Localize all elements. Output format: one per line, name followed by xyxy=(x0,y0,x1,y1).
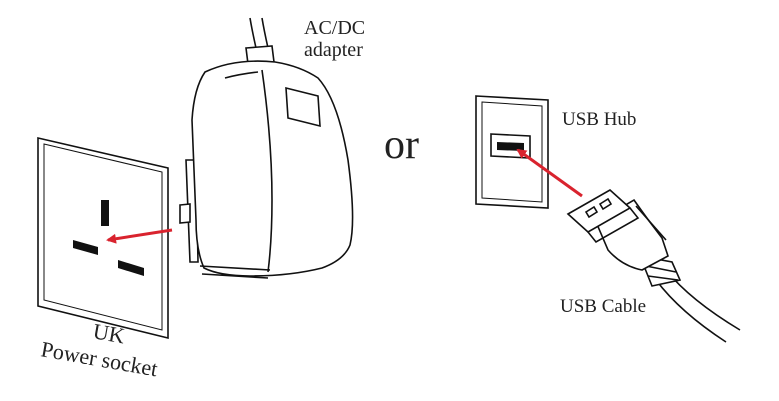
arrow-to-hub xyxy=(516,148,583,198)
socket-label-line1: UK xyxy=(91,318,127,348)
usb-hub-port-icon xyxy=(475,95,549,209)
arrow-to-socket xyxy=(106,228,173,244)
adapter-label-line2: adapter xyxy=(304,39,363,61)
ac-dc-adapter-icon xyxy=(179,17,354,279)
uk-power-socket-icon xyxy=(37,136,169,340)
usb-cable-label: USB Cable xyxy=(560,296,646,317)
usb-cable-plug-icon xyxy=(566,189,741,343)
or-label: or xyxy=(384,122,419,168)
usb-hub-label: USB Hub xyxy=(562,109,636,130)
adapter-label-line1: AC/DC xyxy=(304,17,365,39)
